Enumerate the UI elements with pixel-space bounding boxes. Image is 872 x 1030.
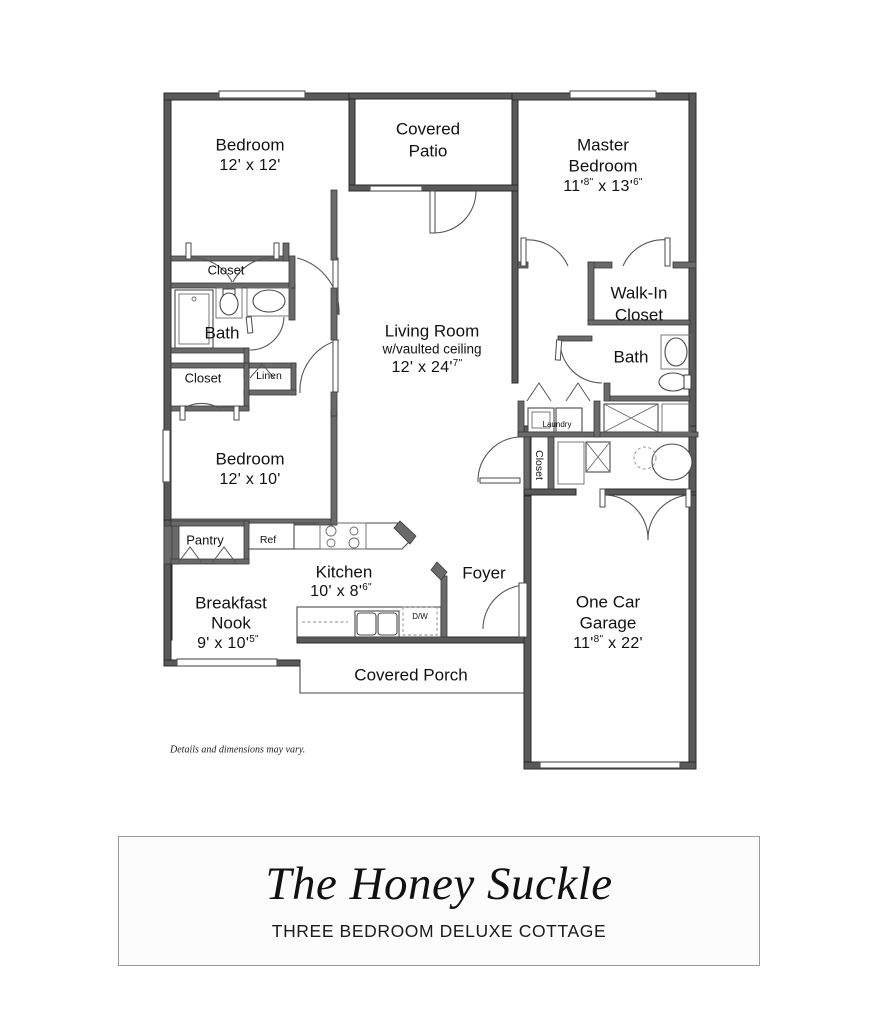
plan-title: The Honey Suckle [265,858,613,911]
window-nook [176,658,278,667]
room-bath-hall: Bath [170,287,296,379]
fixture-dashed [633,446,657,470]
tub-round [651,443,693,481]
walk-in-closet-label-1: Walk-In [611,283,668,302]
bedroom-3-label: Bedroom [216,449,285,468]
closet-top-label: Closet [208,262,245,277]
covered-patio-label-2: Patio [409,141,448,160]
room-closet-hall: Closet [477,436,555,490]
room-covered-porch: Covered Porch [354,665,467,684]
master-toilet [658,372,688,392]
room-garage: One Car Garage 11'8" x 22' [573,592,643,652]
linen-label: Linen [256,370,282,382]
garage-dimension: 11'8" x 22' [573,634,643,653]
closet-hall-label: Closet [533,450,545,480]
breakfast-nook-label-2: Nook [211,613,251,632]
stove [319,522,367,550]
living-room-label: Living Room [385,321,480,340]
room-bath-master: Bath [554,334,692,402]
windows [162,90,657,667]
kitchen-label: Kitchen [316,562,373,581]
room-linen: Linen [243,362,297,396]
closet-mid-label: Closet [185,370,222,385]
master-bedroom-dimension: 11'8" x 13'6" [563,177,643,196]
room-living-room: Living Room w/vaulted ceiling 12' x 24'7… [381,321,481,376]
window-master [569,90,657,99]
master-sink [664,337,688,367]
linen-cab [557,441,585,485]
bathtub [174,289,214,349]
dishwasher-label: D/W [412,612,428,621]
bedroom-3-dimension: 12' x 10' [219,471,280,488]
sink-oval [252,289,286,313]
vanity [246,287,292,317]
living-room-dimension: 12' x 24'7" [391,358,462,377]
floor-plan-canvas: Bedroom 12' x 12' Closet Bat [162,90,699,770]
living-room-sub: w/vaulted ceiling [381,342,481,357]
room-laundry: Laundry [517,382,699,438]
bedroom-2-label: Bedroom [216,135,285,154]
room-kitchen: Ref Pantry Kitchen 10' x 8'6" D/W [163,520,442,638]
window-bedroom3 [162,429,171,483]
room-closet-top: Closet [170,242,296,289]
covered-patio-label-1: Covered [396,119,460,138]
room-covered-patio: Covered Patio [369,119,477,234]
room-breakfast-nook: Breakfast Nook 9' x 10'5" [195,593,267,652]
kitchen-dimension: 10' x 8'6" [310,582,372,601]
laundry-label: Laundry [543,420,572,429]
plan-subtitle: THREE BEDROOM DELUXE COTTAGE [271,920,607,941]
disclaimer-text: Details and dimensions may vary. [169,744,305,755]
master-bedroom-label-2: Bedroom [569,156,638,175]
room-bedroom-2: Bedroom 12' x 12' [216,135,285,174]
living-room-left-wall [330,189,338,417]
room-pantry: Pantry [170,520,250,565]
walk-in-closet-label-2: Closet [615,305,663,324]
garage-label-2: Garage [580,613,637,632]
room-walk-in-closet: Walk-In Closet [587,261,691,326]
master-vanity [660,334,692,370]
room-closet-mid: Closet [170,362,250,421]
breakfast-nook-label-1: Breakfast [195,593,267,612]
garage-label-1: One Car [576,592,641,611]
toilet-stall [215,287,243,319]
refrigerator-label: Ref [260,534,276,546]
dishwasher [402,606,438,636]
pantry-label: Pantry [186,532,224,547]
window-bedroom2 [218,90,306,99]
title-plate: The Honey Suckle THREE BEDROOM DELUXE CO… [118,836,760,966]
toilet [219,292,239,316]
master-bedroom-label-1: Master [577,135,629,154]
bath-hall-label: Bath [205,323,240,342]
bath-master-label: Bath [614,347,649,366]
room-bedroom-3: Bedroom 12' x 10' [170,410,338,526]
hall-double-doors [599,488,692,541]
foyer-label: Foyer [462,563,506,582]
bedroom-2-dimension: 12' x 12' [219,157,280,174]
breakfast-nook-dimension: 9' x 10'5" [197,634,259,653]
room-foyer: Foyer [430,561,528,638]
room-master-bedroom: Master Bedroom 11'8" x 13'6" [517,135,697,269]
bath-secondary-fixtures [557,441,693,485]
covered-porch-label: Covered Porch [354,665,467,684]
dryer [555,407,583,433]
refrigerator [247,522,295,550]
